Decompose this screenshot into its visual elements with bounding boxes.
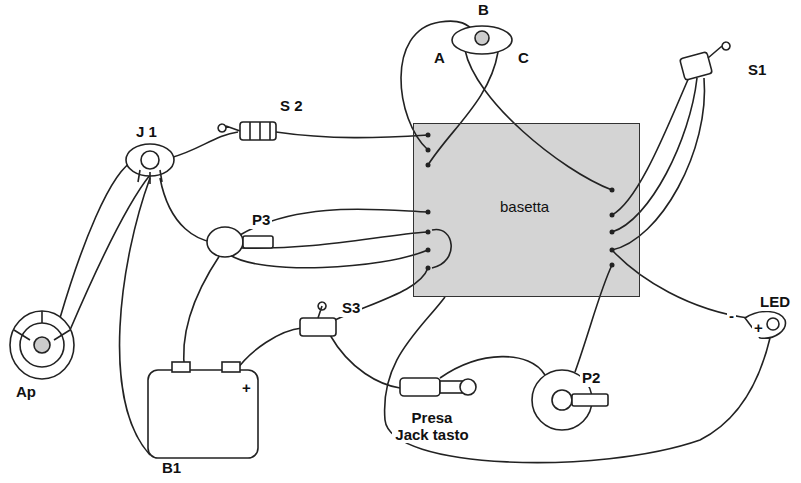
wire (240, 209, 428, 235)
switch (708, 42, 730, 58)
part-label: Presa Jack tasto (392, 410, 472, 443)
part-label: C (516, 50, 531, 67)
loudspeaker (10, 311, 74, 379)
part-label: J 1 (134, 124, 159, 141)
board-pin (426, 230, 431, 235)
wire (242, 232, 428, 248)
part-label: - (727, 308, 736, 325)
wire (160, 178, 212, 242)
potentiometer (207, 227, 243, 257)
potentiometer (475, 31, 489, 45)
loudspeaker (14, 311, 70, 340)
switch (680, 52, 713, 80)
wire (235, 328, 302, 372)
potentiometer (452, 26, 512, 54)
led-holder (767, 318, 779, 330)
potentiometer (572, 394, 608, 406)
board-pin (426, 148, 431, 153)
potentiometer (207, 227, 273, 257)
board-pin (426, 248, 431, 253)
board-pin (426, 133, 431, 138)
jack-plug (460, 379, 476, 395)
led-holder (745, 311, 785, 338)
wire (335, 268, 428, 320)
wire (70, 175, 150, 330)
jack-socket (138, 170, 162, 184)
wire (170, 132, 238, 158)
part-label: Ap (14, 384, 38, 401)
wire (60, 160, 135, 318)
wire (276, 132, 428, 138)
battery (222, 362, 240, 372)
wire (612, 78, 704, 250)
jack-socket (141, 151, 159, 169)
part-label: P3 (250, 212, 272, 229)
wire (440, 357, 545, 378)
loudspeaker (20, 323, 64, 367)
board-pin (610, 263, 615, 268)
potentiometer (452, 26, 512, 54)
battery (148, 362, 258, 458)
jack-plug (400, 378, 440, 396)
jack-socket (126, 144, 174, 176)
part-label: + (752, 320, 765, 337)
part-label: + (240, 380, 253, 397)
wire (465, 50, 612, 190)
battery (148, 370, 258, 458)
part-label: LED (758, 294, 792, 311)
loudspeaker (10, 311, 74, 379)
board-label: basetta (500, 198, 549, 215)
part-label: P2 (580, 370, 602, 387)
circuit-board: basetta (413, 123, 640, 297)
board-fill (413, 123, 640, 297)
part-label: B (476, 2, 491, 19)
wire (60, 21, 770, 462)
switch (250, 122, 270, 140)
potentiometer (532, 370, 608, 430)
loudspeaker (34, 337, 50, 353)
switch (300, 318, 336, 336)
wire (612, 78, 697, 232)
switch (680, 42, 730, 80)
part-label: S1 (746, 62, 768, 79)
board-pin (610, 230, 615, 235)
board-pin (610, 248, 615, 253)
potentiometer (552, 390, 572, 410)
part-label: A (432, 50, 447, 67)
switch (300, 302, 336, 336)
jack-plug (400, 378, 476, 396)
wire (230, 250, 428, 268)
part-label: B1 (160, 460, 183, 477)
potentiometer (243, 236, 273, 248)
board-pin (610, 213, 615, 218)
jack-plug (440, 381, 462, 393)
board-pin (426, 163, 431, 168)
board-pin (426, 266, 431, 271)
board-pin (426, 133, 615, 271)
battery (172, 362, 190, 372)
led-holder (745, 311, 785, 338)
wire (428, 52, 498, 165)
wire (612, 75, 690, 215)
board-pin (610, 188, 615, 193)
wire (432, 230, 451, 268)
switch (218, 122, 276, 140)
wire (120, 178, 150, 455)
board-pin (426, 210, 431, 215)
switch (240, 122, 276, 140)
jack-socket (126, 144, 174, 184)
wire (184, 255, 220, 372)
wire (385, 297, 770, 463)
switch (218, 124, 240, 132)
switch (318, 302, 326, 318)
wire (575, 265, 612, 372)
part-label: S3 (340, 300, 362, 317)
part-label: S 2 (278, 98, 305, 115)
